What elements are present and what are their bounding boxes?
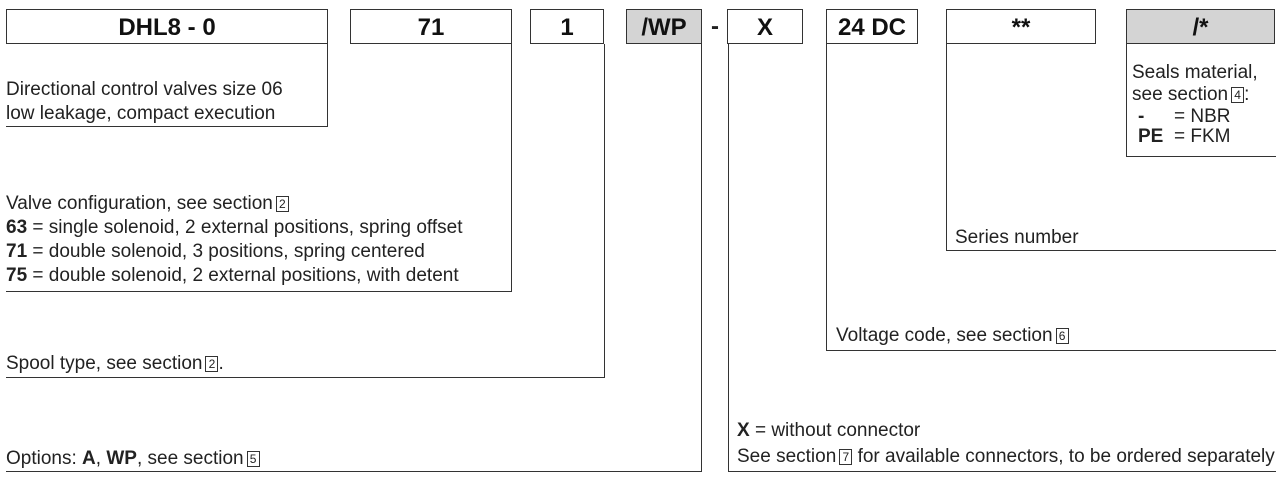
connector-see-text: See section — [737, 446, 837, 467]
config-item-code: 71 — [6, 241, 28, 262]
series-code-box: ** — [946, 9, 1096, 44]
section-ref-badge: 4 — [1231, 87, 1245, 103]
model-leader-v — [327, 44, 328, 127]
voltage-text: Voltage code, see section — [836, 325, 1053, 346]
config-title-text: Valve configuration, see section — [6, 193, 273, 214]
seals-item: - = NBR — [1132, 107, 1258, 127]
spool-leader-h — [6, 377, 605, 378]
options-leader-h — [6, 471, 702, 472]
seals-line2-text: see section — [1132, 84, 1229, 105]
series-text: Series number — [955, 227, 1079, 248]
seals-item-text: = NBR — [1174, 106, 1231, 127]
section-ref-badge: 2 — [275, 196, 289, 212]
config-item: 75 = double solenoid, 2 external positio… — [6, 264, 462, 288]
config-item: 63 = single solenoid, 2 external positio… — [6, 216, 462, 240]
dash-separator: - — [711, 13, 719, 40]
seals-item: PE = FKM — [1132, 127, 1258, 147]
connector-x-code: X — [737, 420, 750, 441]
model-leader-h — [6, 126, 328, 127]
seals-code-box: /* — [1126, 9, 1275, 44]
config-item-code: 63 — [6, 217, 28, 238]
connector-leader-v — [728, 44, 729, 472]
model-desc-line2: low leakage, compact execution — [6, 103, 276, 124]
series-description: Series number — [955, 226, 1079, 250]
connector-tail-text: for available connectors, to be ordered … — [852, 446, 1275, 467]
config-item-text: = double solenoid, 2 external positions,… — [27, 265, 459, 286]
section-ref-badge: 6 — [1055, 328, 1069, 344]
section-ref-badge: 2 — [205, 356, 219, 372]
spool-code-box: 1 — [530, 9, 604, 44]
config-leader-v — [511, 44, 512, 292]
options-prefix: Options: — [6, 448, 83, 469]
connector-x-text: = without connector — [749, 420, 921, 441]
spool-leader-v — [604, 44, 605, 378]
series-leader-h — [946, 250, 1276, 251]
spool-end: . — [218, 353, 224, 374]
seals-item-text: = FKM — [1174, 126, 1231, 147]
model-code-box: DHL8 - 0 — [6, 9, 328, 44]
options-comma: , — [95, 448, 107, 469]
section-ref-badge: 7 — [839, 449, 853, 465]
config-leader-h — [6, 291, 512, 292]
seals-colon: : — [1244, 84, 1250, 105]
config-item: 71 = double solenoid, 3 positions, sprin… — [6, 240, 462, 264]
options-leader-v — [701, 44, 702, 472]
config-code-box: 71 — [350, 9, 512, 44]
voltage-leader-v — [826, 44, 827, 351]
seals-item-code: PE — [1138, 126, 1164, 147]
model-desc-line1: Directional control valves size 06 — [6, 79, 283, 100]
options-code-box: /WP — [626, 9, 702, 44]
seals-leader-h — [1126, 156, 1276, 157]
config-item-text: = double solenoid, 3 positions, spring c… — [27, 241, 425, 262]
option-wp: WP — [106, 448, 137, 469]
config-item-text: = single solenoid, 2 external positions,… — [27, 217, 463, 238]
config-item-code: 75 — [6, 265, 28, 286]
connector-leader-h — [728, 471, 1276, 472]
connector-code-box: X — [727, 9, 803, 44]
series-leader-v — [946, 44, 947, 251]
spool-text: Spool type, see section — [6, 353, 203, 374]
connector-x-line: X = without connector — [737, 419, 1275, 443]
seals-item-code: - — [1138, 106, 1145, 127]
section-ref-badge: 5 — [246, 451, 260, 467]
option-a: A — [82, 448, 96, 469]
options-suffix: , see section — [136, 448, 244, 469]
voltage-leader-h — [826, 350, 1276, 351]
seals-leader-v — [1126, 44, 1127, 157]
voltage-code-box: 24 DC — [826, 9, 918, 44]
seals-line1: Seals material, — [1132, 62, 1258, 83]
model-description: Directional control valves size 06 low l… — [6, 78, 283, 126]
